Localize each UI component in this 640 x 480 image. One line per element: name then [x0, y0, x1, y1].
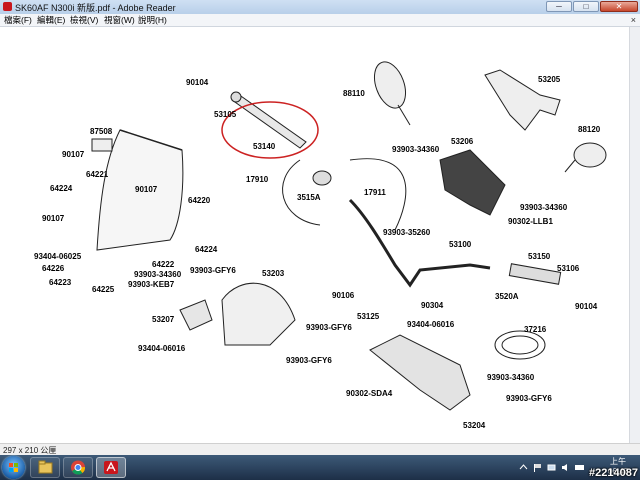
part-label: 88110	[343, 89, 365, 98]
parts-diagram	[91, 61, 607, 411]
part-label: 53150	[528, 252, 551, 261]
part-label: 17910	[246, 175, 269, 184]
part-label: 90107	[42, 214, 65, 223]
part-label: 53100	[449, 240, 472, 249]
chrome-icon	[71, 460, 86, 475]
handlebar-53100-shape	[348, 198, 491, 288]
minimize-button[interactable]: ─	[546, 1, 572, 12]
grip-53150-shape	[508, 263, 562, 285]
part-label: 64222	[152, 260, 175, 269]
throttle-3515a-shape	[312, 170, 332, 186]
taskbar: 上午 06:47 #2214087	[0, 455, 640, 480]
part-label: 93903-GFY6	[286, 356, 332, 365]
menu-edit[interactable]: 編輯(E)	[37, 15, 66, 25]
page-size-readout: 297 x 210 公厘	[3, 446, 57, 455]
close-button[interactable]: ✕	[600, 1, 638, 12]
cable-17910-shape	[282, 159, 321, 226]
watermark-text: #2214087	[589, 467, 638, 479]
windows-flag-icon	[9, 463, 18, 472]
cover-53206-shape	[439, 149, 506, 216]
mirror-88120-shape	[573, 142, 607, 168]
part-label: 90302-LLB1	[508, 217, 553, 226]
part-label: 3520A	[495, 292, 519, 301]
part-label: 93903-34360	[487, 373, 535, 382]
window-controls: ─ □ ✕	[546, 1, 638, 13]
adobe-reader-icon	[104, 461, 118, 474]
flag-icon[interactable]	[533, 463, 542, 472]
part-label: 93903-GFY6	[190, 266, 236, 275]
part-label: 53105	[214, 110, 237, 119]
part-label: 53125	[357, 312, 380, 321]
part-label: 64224	[50, 184, 73, 193]
part-label: 64226	[42, 264, 65, 273]
part-label: 64224	[195, 245, 218, 254]
menu-window[interactable]: 視窗(W)	[104, 15, 135, 25]
network-icon[interactable]	[547, 463, 556, 472]
part-label: 93404-06025	[34, 252, 82, 261]
document-close-icon[interactable]: ×	[630, 15, 636, 25]
part-label: 53204	[463, 421, 486, 430]
status-bar: 297 x 210 公厘	[0, 443, 640, 456]
part-label: 90107	[62, 150, 85, 159]
menu-help[interactable]: 說明(H)	[138, 15, 167, 25]
menu-view[interactable]: 檢視(V)	[70, 15, 99, 25]
taskbar-chrome-button[interactable]	[63, 457, 93, 478]
part-label: 53205	[538, 75, 561, 84]
part-label: 93903-35260	[383, 228, 431, 237]
cover-53207-shape	[179, 299, 213, 331]
part-label: 90304	[421, 301, 444, 310]
part-label: 37216	[524, 325, 547, 334]
part-label: 90302-SDA4	[346, 389, 393, 398]
cable-17911-shape	[349, 158, 407, 231]
part-label: 17911	[364, 188, 386, 197]
adobe-reader-app-icon	[3, 2, 12, 11]
cover-53203-shape	[221, 282, 296, 346]
taskbar-explorer-button[interactable]	[30, 457, 60, 478]
part-label: 90104	[186, 78, 209, 87]
part-label: 53140	[253, 142, 276, 151]
emblem-37216-shape	[494, 330, 546, 360]
part-label: 53206	[451, 137, 474, 146]
part-label: 93404-06016	[138, 344, 186, 353]
cover-53204-shape	[369, 334, 471, 411]
part-label: 90107	[135, 185, 158, 194]
part-label: 90104	[575, 302, 598, 311]
part-label: 93903-KEB7	[128, 280, 175, 289]
part-label: 64221	[86, 170, 109, 179]
part-label: 64223	[49, 278, 72, 287]
title-bar: SK60AF N300i 新版.pdf - Adobe Reader ─ □ ✕	[0, 0, 640, 15]
part-label: 53203	[262, 269, 285, 278]
part-label: 93903-GFY6	[306, 323, 352, 332]
part-label: 88120	[578, 125, 601, 134]
start-button[interactable]	[2, 456, 25, 479]
folder-icon	[38, 460, 53, 474]
menu-bar: 檔案(F) 編輯(E) 檢視(V) 視窗(W) 說明(H) ×	[0, 14, 640, 27]
part-label: 93903-34360	[134, 270, 182, 279]
part-label: 93903-34360	[392, 145, 440, 154]
bracket-87508-shape	[91, 138, 113, 152]
vertical-scrollbar[interactable]	[629, 27, 640, 443]
part-label: 64220	[188, 196, 211, 205]
part-label: 53207	[152, 315, 175, 324]
part-label: 93903-GFY6	[506, 394, 552, 403]
highlight-circle	[221, 101, 319, 159]
maximize-button[interactable]: □	[573, 1, 599, 12]
part-label: 64225	[92, 285, 115, 294]
volume-icon[interactable]	[561, 463, 570, 472]
taskbar-clock[interactable]: 上午 06:47	[607, 457, 629, 476]
part-label: 53106	[557, 264, 580, 273]
menu-file[interactable]: 檔案(F)	[4, 15, 32, 25]
part-label: 3515A	[297, 193, 321, 202]
cover-53205-shape	[484, 69, 561, 131]
part-label: 93903-34360	[520, 203, 568, 212]
show-hidden-icons-icon[interactable]	[519, 463, 528, 472]
mirror-88110-shape	[373, 61, 407, 109]
part-label: 93404-06016	[407, 320, 455, 329]
part-label: 90106	[332, 291, 355, 300]
keyboard-language-icon[interactable]	[575, 463, 584, 472]
taskbar-adobe-reader-button[interactable]	[96, 457, 126, 478]
window-title: SK60AF N300i 新版.pdf - Adobe Reader	[15, 3, 176, 13]
part-label: 87508	[90, 127, 113, 136]
